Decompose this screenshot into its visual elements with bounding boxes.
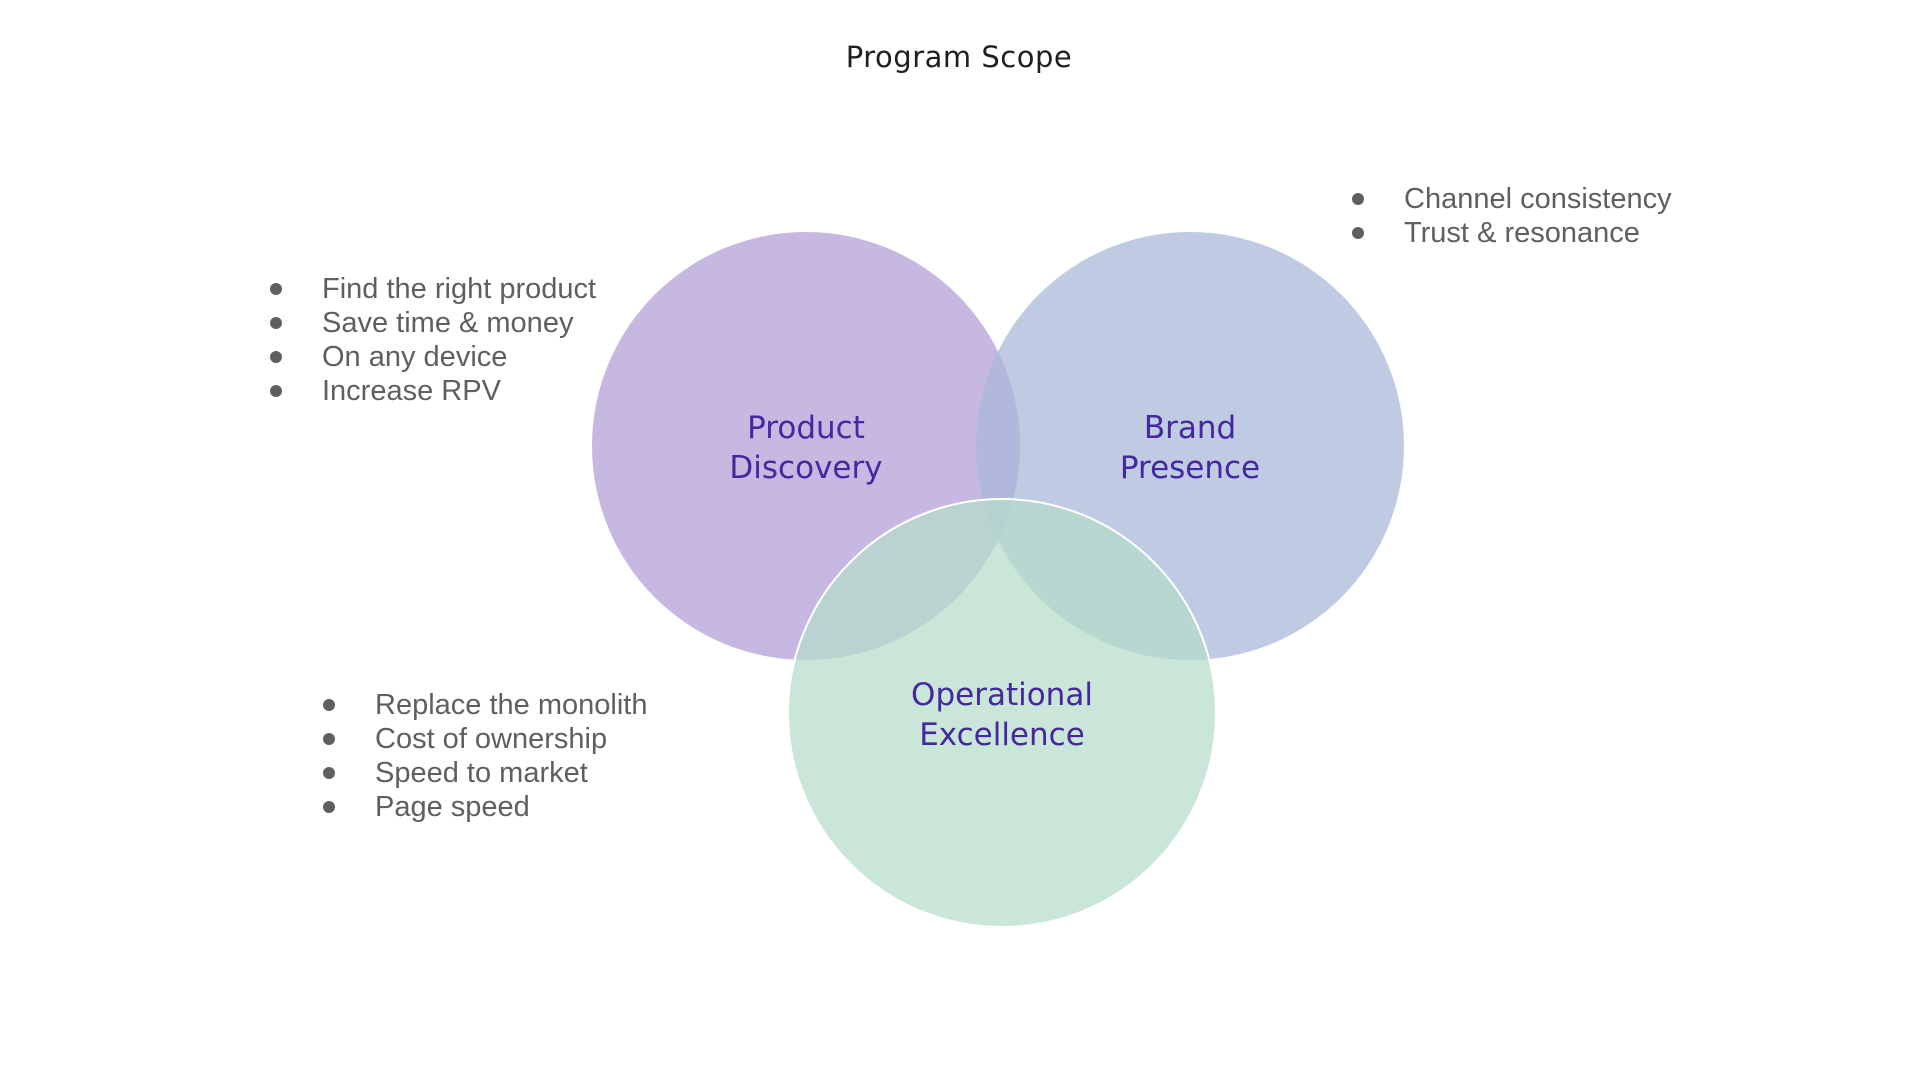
list-item: Increase RPV <box>270 374 596 408</box>
product-discovery-label: Product <box>747 410 865 446</box>
bullet-dot-icon <box>270 385 282 397</box>
operational-excellence-label-line2: Excellence <box>919 717 1085 753</box>
list-item: Replace the monolith <box>323 688 647 722</box>
list-item-text: Replace the monolith <box>375 689 648 721</box>
product-discovery-label-line2: Discovery <box>729 450 882 486</box>
bullet-dot-icon <box>270 283 282 295</box>
list-item-text: On any device <box>322 341 508 373</box>
bullet-dot-icon <box>323 767 335 779</box>
operational-excellence-bullet-list: Replace the monolith Cost of ownership S… <box>323 688 647 824</box>
list-item-text: Channel consistency <box>1404 183 1672 215</box>
product-discovery-bullet-list: Find the right product Save time & money… <box>270 272 596 408</box>
list-item: Cost of ownership <box>323 722 647 756</box>
list-item: Save time & money <box>270 306 596 340</box>
brand-presence-bullet-list: Channel consistency Trust & resonance <box>1352 182 1672 250</box>
operational-excellence-circle <box>787 498 1217 928</box>
brand-presence-label: Brand <box>1144 410 1236 446</box>
bullet-dot-icon <box>270 317 282 329</box>
list-item: Channel consistency <box>1352 182 1672 216</box>
bullet-dot-icon <box>1352 193 1364 205</box>
bullet-dot-icon <box>323 699 335 711</box>
bullet-dot-icon <box>270 351 282 363</box>
list-item-text: Cost of ownership <box>375 723 608 755</box>
list-item-text: Page speed <box>375 791 530 823</box>
list-item: On any device <box>270 340 596 374</box>
bullet-dot-icon <box>323 801 335 813</box>
list-item: Trust & resonance <box>1352 216 1672 250</box>
list-item-text: Trust & resonance <box>1404 217 1640 249</box>
list-item: Find the right product <box>270 272 596 306</box>
bullet-dot-icon <box>1352 227 1364 239</box>
list-item-text: Speed to market <box>375 757 588 789</box>
list-item-text: Save time & money <box>322 307 574 339</box>
list-item-text: Find the right product <box>322 273 597 305</box>
slide-title: Program Scope <box>845 40 1073 74</box>
list-item-text: Increase RPV <box>322 375 501 407</box>
operational-excellence-label: Operational <box>911 677 1093 713</box>
list-item: Page speed <box>323 790 647 824</box>
bullet-dot-icon <box>323 733 335 745</box>
list-item: Speed to market <box>323 756 647 790</box>
brand-presence-label-line2: Presence <box>1120 450 1260 486</box>
